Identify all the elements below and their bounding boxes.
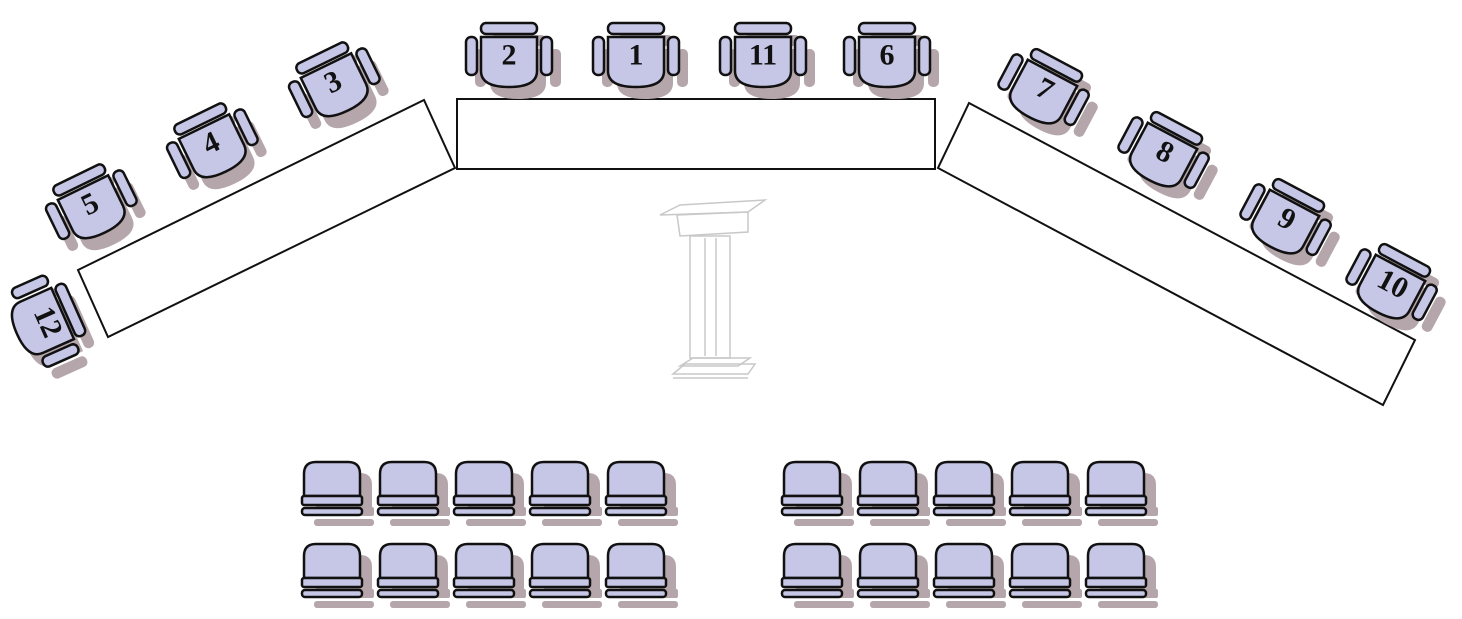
audience-chair-icon — [856, 542, 920, 599]
panel-chair-3: 3 — [279, 32, 396, 142]
audience-chair-icon — [604, 542, 668, 599]
audience-chair-icon — [1084, 460, 1148, 517]
audience-chair-icon — [1008, 460, 1072, 517]
audience-chair — [1084, 542, 1158, 608]
audience-chair-icon — [1084, 542, 1148, 599]
audience-chair — [856, 460, 930, 526]
audience-chair — [932, 460, 1006, 526]
audience-chairs — [300, 460, 1158, 608]
audience-chair — [932, 542, 1006, 608]
tables — [76, 98, 1417, 407]
audience-chair-icon — [528, 460, 592, 517]
audience-chair-icon — [300, 542, 364, 599]
seat-number: 2 — [502, 39, 517, 72]
audience-chair — [856, 542, 930, 608]
audience-chair-icon — [452, 542, 516, 599]
audience-chair-icon — [528, 542, 592, 599]
audience-chair-icon — [300, 460, 364, 517]
audience-chair — [780, 460, 854, 526]
audience-chair — [452, 460, 526, 526]
panel-chair-5: 5 — [36, 154, 153, 264]
audience-chair-icon — [376, 460, 440, 517]
panel-chair-7: 7 — [989, 39, 1107, 150]
audience-chair-icon — [452, 460, 516, 517]
panel-chair-10: 10 — [1337, 234, 1455, 345]
audience-chair-icon — [780, 460, 844, 517]
audience-chair-icon — [856, 460, 920, 517]
audience-chair — [1008, 460, 1082, 526]
audience-chair — [1084, 460, 1158, 526]
panel-chair-11: 11 — [718, 21, 815, 99]
panel-chair-6: 6 — [842, 21, 939, 99]
panel-chair-12: 12 — [0, 267, 102, 386]
seat-number: 6 — [880, 39, 895, 72]
audience-chair-icon — [376, 542, 440, 599]
audience-chair-icon — [604, 460, 668, 517]
audience-chair-icon — [1008, 542, 1072, 599]
panel-chair-8: 8 — [1109, 102, 1227, 213]
table-left — [76, 98, 457, 339]
audience-chair — [300, 460, 374, 526]
audience-chair-icon — [932, 542, 996, 599]
audience-right-block — [780, 460, 1158, 608]
seat-number: 11 — [749, 39, 777, 72]
panel-chair-1: 1 — [591, 21, 688, 99]
audience-chair — [1008, 542, 1082, 608]
panel-chair-9: 9 — [1231, 169, 1349, 280]
audience-chair — [604, 460, 678, 526]
audience-chair-icon — [780, 542, 844, 599]
seat-number: 1 — [629, 39, 644, 72]
audience-chair-icon — [932, 460, 996, 517]
audience-chair — [376, 542, 450, 608]
table-right — [936, 101, 1417, 407]
audience-chair — [452, 542, 526, 608]
podium-icon — [659, 199, 768, 379]
audience-chair — [300, 542, 374, 608]
audience-chair — [780, 542, 854, 608]
audience-chair — [528, 460, 602, 526]
audience-chair — [376, 460, 450, 526]
table-center — [456, 98, 936, 170]
panel-chair-4: 4 — [157, 93, 274, 203]
audience-chair — [604, 542, 678, 608]
audience-left-block — [300, 460, 678, 608]
panel-chair-2: 2 — [464, 21, 561, 99]
audience-chair — [528, 542, 602, 608]
